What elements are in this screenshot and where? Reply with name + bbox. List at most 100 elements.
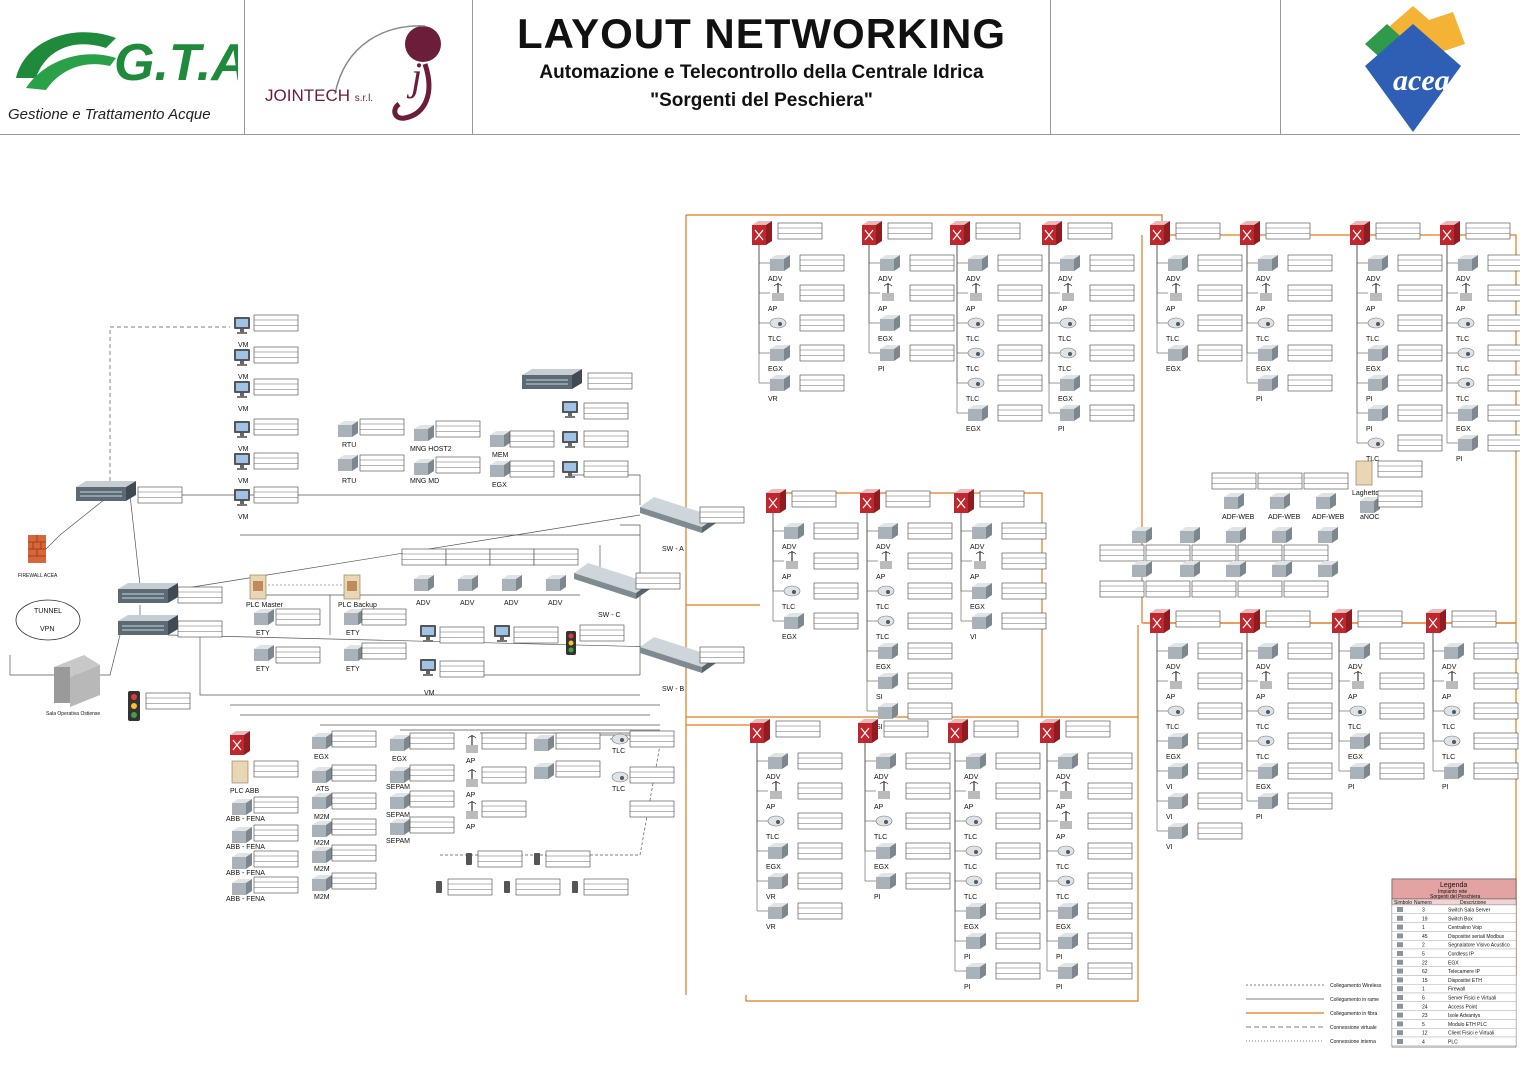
adv-label: ADV — [1348, 664, 1363, 671]
adv-icon — [968, 255, 988, 271]
vi-icon — [1168, 793, 1188, 809]
server-host01 — [118, 583, 178, 603]
ap-label: AP — [964, 804, 974, 811]
tlc-info — [1087, 842, 1133, 860]
ap-label: AP — [966, 306, 976, 313]
ap-icon — [465, 800, 479, 820]
ety-icon — [254, 645, 274, 661]
lamp-icon — [1226, 527, 1246, 543]
egx-info — [997, 404, 1043, 422]
legend-description: Server Fisici e Virtuali — [1448, 996, 1496, 1002]
acea-logo-text: acea — [1393, 64, 1450, 97]
box-switch-info — [979, 490, 1025, 508]
m2m-info — [331, 792, 377, 810]
abb-fena-info — [253, 824, 299, 842]
tlc-label: TLC — [874, 834, 887, 841]
legend-symbol-icon — [1397, 915, 1403, 921]
tlc-info — [907, 612, 953, 630]
voip-info — [629, 800, 675, 818]
jointech-logo-icon: j — [334, 25, 441, 121]
cordless-info — [447, 878, 493, 896]
tlc-info — [995, 812, 1041, 830]
tlc-info — [1287, 314, 1333, 332]
legend-description: EGX — [1448, 960, 1459, 966]
tlc-info — [1473, 702, 1519, 720]
pi-icon — [1458, 435, 1478, 451]
ap-label: AP — [1256, 306, 1266, 313]
abb-fena-icon — [232, 827, 252, 843]
sepam-info — [409, 764, 455, 782]
lamp-info — [1283, 580, 1329, 598]
ap-info — [797, 782, 843, 800]
pi-icon — [1058, 933, 1078, 949]
tlc-info — [907, 582, 953, 600]
server-label — [137, 486, 183, 504]
adv-icon — [502, 575, 522, 591]
box-switch-info — [1265, 222, 1311, 240]
pi-icon — [1368, 405, 1388, 421]
vm-icon — [420, 659, 436, 676]
signal-info — [145, 692, 191, 710]
lamp-info — [1099, 580, 1145, 598]
box-switch-info — [975, 222, 1021, 240]
ap-info — [905, 782, 951, 800]
egx-icon — [768, 843, 788, 859]
egx-icon — [878, 643, 898, 659]
egx-label: EGX — [874, 864, 889, 871]
legend-symbol-icon — [1397, 968, 1403, 974]
legend-description: Access Point — [1448, 1004, 1478, 1010]
egx-label: EGX — [1256, 366, 1271, 373]
legend-symbol-icon — [1397, 1030, 1403, 1036]
vm-column: VM VM VM VM VM VM — [234, 314, 299, 521]
ap-icon — [1061, 282, 1075, 302]
sepam-label: SEPAM — [386, 812, 410, 819]
vm-info — [253, 314, 299, 332]
tlc-info — [1089, 314, 1135, 332]
sepam-info — [409, 816, 455, 834]
camera-icon — [1167, 705, 1185, 717]
adv-label: ADV — [1366, 276, 1381, 283]
egx-info — [1197, 732, 1243, 750]
tlc-label: TLC — [964, 834, 977, 841]
ap-label: AP — [1056, 804, 1066, 811]
egx-icon — [770, 345, 790, 361]
mng-info — [435, 456, 481, 474]
legend-count: 19 — [1422, 916, 1428, 922]
m2m-icon — [312, 875, 332, 891]
sw-b-label: SW - B — [662, 686, 684, 693]
legend-count: 12 — [1422, 1031, 1428, 1037]
tlc-info — [629, 766, 675, 784]
tlc-label: TLC — [1456, 336, 1469, 343]
sw-b-info — [699, 646, 745, 664]
pi-label: PI — [964, 954, 971, 961]
pi-info — [995, 932, 1041, 950]
adv-icon — [972, 523, 992, 539]
tlc-label: TLC — [768, 336, 781, 343]
adf-web-icon — [1316, 493, 1336, 509]
vi-icon — [1168, 823, 1188, 839]
ap-info — [1001, 552, 1047, 570]
client-icon — [562, 431, 578, 448]
ap-icon — [1259, 670, 1273, 690]
si-icon — [878, 673, 898, 689]
adv-icon — [1258, 255, 1278, 271]
adv-label: ADV — [1166, 664, 1181, 671]
pi-label: PI — [878, 366, 885, 373]
egx-icon — [1058, 903, 1078, 919]
vi-label: VI — [970, 634, 977, 641]
box-switch-info — [1175, 610, 1221, 628]
mng-md-label: MNG MD — [410, 478, 439, 485]
lamp-icon — [1272, 527, 1292, 543]
egx-info — [909, 314, 955, 332]
legend-link-rame: Collegamento in rame — [1330, 997, 1379, 1003]
vi-info — [1197, 822, 1243, 840]
tlc-info — [905, 812, 951, 830]
ap-icon — [465, 768, 479, 788]
ats-label: ATS — [316, 786, 329, 793]
tlc-label: TLC — [1166, 724, 1179, 731]
pi-info — [909, 344, 955, 362]
tlc-label: TLC — [964, 864, 977, 871]
sw-c-info — [635, 572, 681, 590]
ap-label: AP — [766, 804, 776, 811]
egx-icon — [1168, 733, 1188, 749]
